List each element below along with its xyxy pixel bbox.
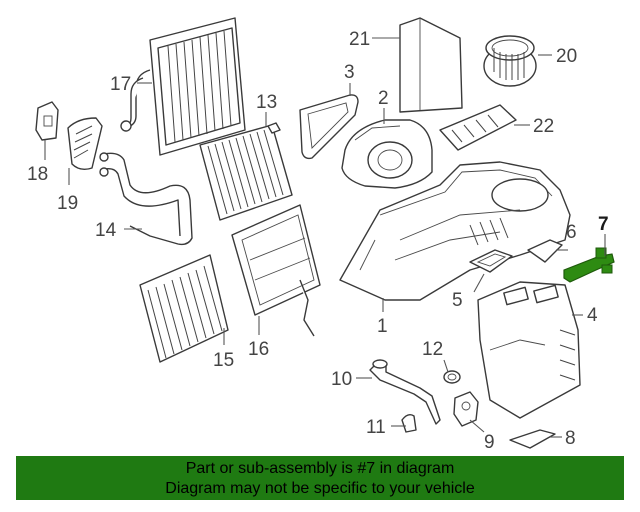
fitment-banner: Part or sub-assembly is #7 in diagram Di… — [16, 456, 624, 500]
part-9-actuator — [453, 391, 479, 427]
callout-14: 14 — [95, 220, 117, 241]
part-21-filter — [399, 17, 463, 113]
callout-15: 15 — [213, 350, 234, 371]
callout-17: 17 — [110, 74, 131, 95]
callout-7: 7 — [598, 214, 609, 235]
part-16-frame — [231, 204, 321, 337]
banner-line-1: Part or sub-assembly is #7 in diagram — [185, 460, 455, 477]
callout-8: 8 — [565, 428, 576, 449]
part-4-lower-case — [477, 281, 581, 419]
callout-22: 22 — [533, 116, 554, 137]
part-17-evaporator — [120, 17, 246, 156]
parts-diagram: 21 20 3 17 2 13 22 18 19 14 7 6 5 4 1 15… — [27, 17, 615, 453]
part-18-sensor — [35, 101, 59, 141]
part-2-blower-housing — [341, 119, 433, 189]
part-13-heater-core — [199, 122, 293, 221]
callout-21: 21 — [349, 29, 370, 50]
part-1-hvac-case — [339, 161, 571, 301]
part-19-seal — [67, 117, 103, 171]
part-20-blower-motor — [483, 35, 537, 87]
callout-6: 6 — [566, 222, 577, 243]
callout-19: 19 — [57, 193, 78, 214]
callout-12: 12 — [422, 339, 443, 360]
callout-16: 16 — [248, 339, 269, 360]
callout-labels: 21 20 3 17 2 13 22 18 19 14 7 6 5 4 1 15… — [27, 29, 609, 453]
callout-11: 11 — [366, 417, 386, 438]
part-14-pipe — [99, 152, 193, 246]
callout-10: 10 — [331, 369, 352, 390]
part-5-gasket — [469, 249, 513, 273]
callout-9: 9 — [484, 432, 495, 453]
callout-2: 2 — [378, 88, 389, 109]
part-8-cover — [509, 429, 556, 449]
part-10-drain-tube — [369, 359, 441, 425]
callout-5: 5 — [452, 290, 463, 311]
callout-1: 1 — [377, 316, 388, 337]
part-12-grommet — [443, 370, 461, 384]
part-7-actuator-highlighted — [563, 247, 615, 283]
part-3-seal — [299, 94, 359, 160]
callout-20: 20 — [556, 46, 577, 67]
part-11-clip — [401, 413, 417, 433]
part-6-seal — [527, 239, 563, 263]
callout-13: 13 — [256, 92, 277, 113]
leader-lines — [44, 37, 606, 438]
banner-line-2: Diagram may not be specific to your vehi… — [165, 480, 475, 497]
callout-3: 3 — [344, 62, 355, 83]
part-15-grille — [139, 254, 229, 363]
part-22-bracket — [439, 104, 517, 151]
callout-4: 4 — [587, 305, 598, 326]
callout-18: 18 — [27, 164, 48, 185]
